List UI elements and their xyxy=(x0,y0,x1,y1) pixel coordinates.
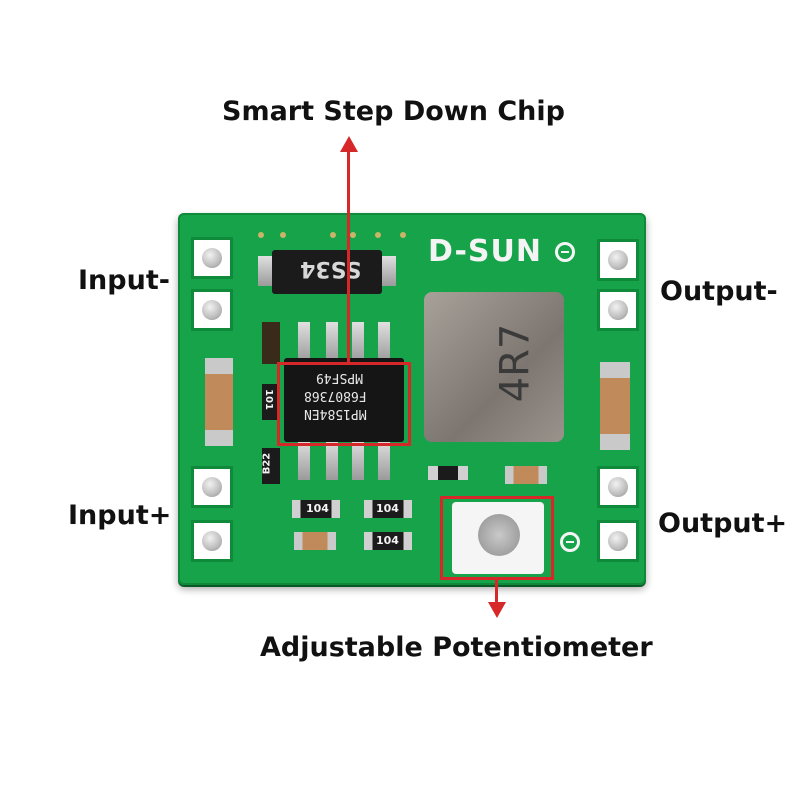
output-minus-pad-1 xyxy=(597,239,639,281)
resistor-104-b xyxy=(364,500,412,518)
via xyxy=(330,232,336,238)
via xyxy=(400,232,406,238)
input-minus-pad-1 xyxy=(191,237,233,279)
inductor xyxy=(424,292,564,442)
resistor-104-b-marking: 104 xyxy=(376,502,399,515)
output-minus-label: Output- xyxy=(660,276,778,307)
small-component xyxy=(428,466,468,480)
potentiometer-callout-label: Adjustable Potentiometer xyxy=(260,632,653,663)
pad-hole xyxy=(202,300,222,320)
minus-symbol-icon xyxy=(555,242,575,262)
potentiometer-arrow-line xyxy=(495,580,498,604)
resistor-104-c-marking: 104 xyxy=(376,534,399,547)
pcb-board xyxy=(178,213,646,585)
potentiometer-highlight-box xyxy=(440,496,554,580)
chip-arrow-head-icon xyxy=(340,136,358,152)
small-output-capacitor xyxy=(505,466,547,484)
chip-pin xyxy=(326,440,338,480)
via xyxy=(258,232,264,238)
pad-hole xyxy=(202,477,222,497)
chip-pin xyxy=(352,322,364,362)
plus-symbol-icon xyxy=(560,532,580,552)
output-plus-label: Output+ xyxy=(658,508,788,539)
output-plus-pad-1 xyxy=(597,466,639,508)
pad-hole xyxy=(202,531,222,551)
resistor-104-c xyxy=(364,532,412,550)
resistor-104-a xyxy=(292,500,340,518)
chip-pin xyxy=(352,440,364,480)
brand-silkscreen: D-SUN xyxy=(428,234,542,269)
input-minus-pad-2 xyxy=(191,289,233,331)
chip-pin xyxy=(298,322,310,362)
chip-arrow-line xyxy=(347,150,350,362)
output-capacitor xyxy=(600,362,630,450)
via xyxy=(350,232,356,238)
input-plus-label: Input+ xyxy=(68,500,172,531)
input-minus-label: Input- xyxy=(78,265,170,296)
potentiometer-knob xyxy=(478,514,520,556)
input-capacitor xyxy=(205,358,233,446)
small-capacitor xyxy=(262,322,280,364)
chip-pin xyxy=(378,322,390,362)
chip-callout-label: Smart Step Down Chip xyxy=(222,96,565,127)
pad-hole xyxy=(202,248,222,268)
potentiometer-arrow-head-icon xyxy=(488,602,506,618)
resistor-104-a-marking: 104 xyxy=(306,502,329,515)
input-plus-pad-1 xyxy=(191,466,233,508)
pad-hole xyxy=(608,300,628,320)
diode-marking: SS34 xyxy=(300,256,362,281)
pad-hole xyxy=(608,250,628,270)
chip-pin xyxy=(298,440,310,480)
pad-hole xyxy=(608,531,628,551)
inductor-marking: 4R7 xyxy=(492,323,539,403)
resistor-101-marking: 101 xyxy=(262,389,274,410)
via xyxy=(280,232,286,238)
input-plus-pad-2 xyxy=(191,520,233,562)
pad-hole xyxy=(608,477,628,497)
chip-pin xyxy=(378,440,390,480)
step-down-chip xyxy=(284,358,404,442)
small-resistor-b22 xyxy=(262,448,280,484)
small-bottom-capacitor xyxy=(294,532,336,550)
output-plus-pad-2 xyxy=(597,520,639,562)
via xyxy=(375,232,381,238)
chip-highlight-box xyxy=(277,362,411,446)
small-marking: B22 xyxy=(261,452,273,475)
resistor-101 xyxy=(262,384,280,420)
diode-body xyxy=(272,250,382,294)
chip-pin xyxy=(326,322,338,362)
output-minus-pad-2 xyxy=(597,289,639,331)
